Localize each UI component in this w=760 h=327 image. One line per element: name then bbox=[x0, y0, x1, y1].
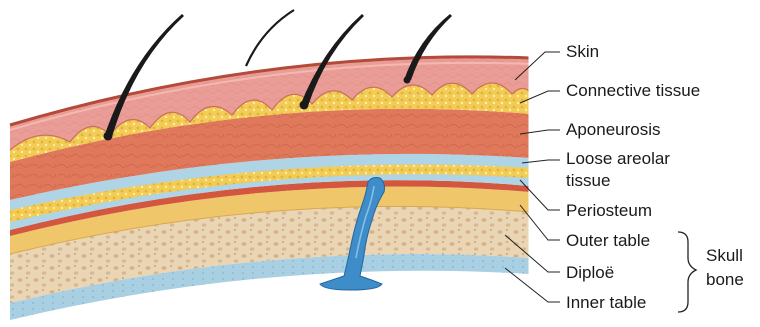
label-skull-line2: bone bbox=[706, 270, 744, 290]
label-aponeurosis: Aponeurosis bbox=[566, 120, 661, 140]
label-inner-table: Inner table bbox=[566, 293, 646, 313]
label-loose-areolar-line1: Loose areolar bbox=[566, 149, 670, 169]
label-outer-table: Outer table bbox=[566, 231, 650, 251]
label-skull-line1: Skull bbox=[706, 246, 743, 266]
label-periosteum: Periosteum bbox=[566, 201, 652, 221]
label-loose-areolar-line2: tissue bbox=[566, 171, 610, 191]
label-skin: Skin bbox=[566, 42, 599, 62]
skull-bone-brace bbox=[678, 232, 696, 312]
label-diploe: Diploë bbox=[566, 263, 614, 283]
hair-icon bbox=[246, 10, 294, 66]
label-connective-tissue: Connective tissue bbox=[566, 81, 700, 101]
